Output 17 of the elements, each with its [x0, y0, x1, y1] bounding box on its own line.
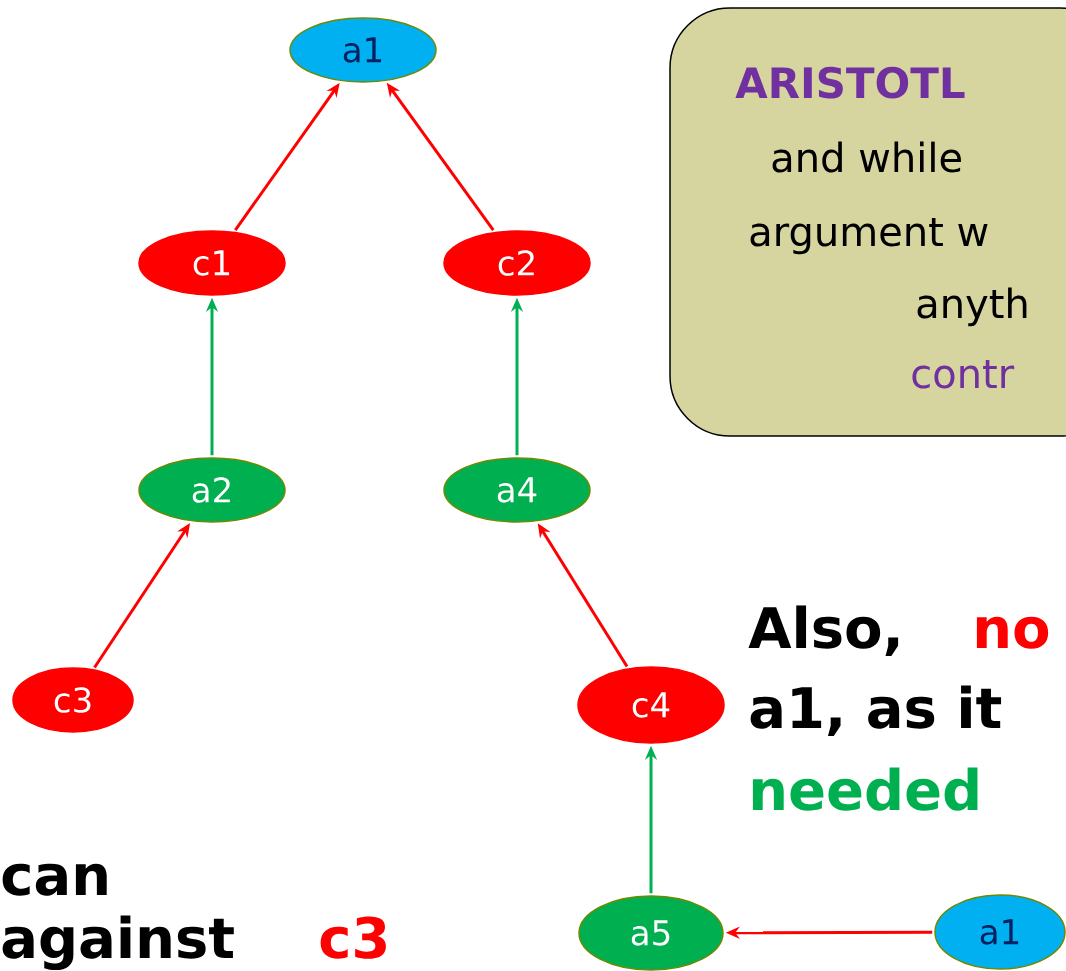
- statement-text: can: [2, 863, 107, 896]
- ellipse-node: a4: [443, 457, 591, 523]
- ellipse-node: a5: [578, 895, 724, 971]
- statement-text: Also,: [748, 605, 899, 656]
- ellipse-node: c1: [138, 230, 286, 296]
- ellipse-node: a1: [289, 17, 437, 83]
- ellipse-node: c4: [577, 666, 725, 744]
- statement-text: against: [2, 915, 234, 971]
- ellipse-node: c3: [12, 667, 134, 733]
- statement-text: a1, as it: [750, 685, 1002, 736]
- statement-text: c3: [320, 916, 386, 959]
- ellipse-node: a1: [934, 894, 1066, 970]
- statement-text: no: [976, 616, 1049, 649]
- ellipse-node: a2: [138, 457, 286, 523]
- note-box: ARISTOTL and while argument w anyth contr: [669, 7, 1066, 437]
- ellipse-node: c2: [443, 230, 591, 296]
- statement-text: needed: [752, 767, 978, 811]
